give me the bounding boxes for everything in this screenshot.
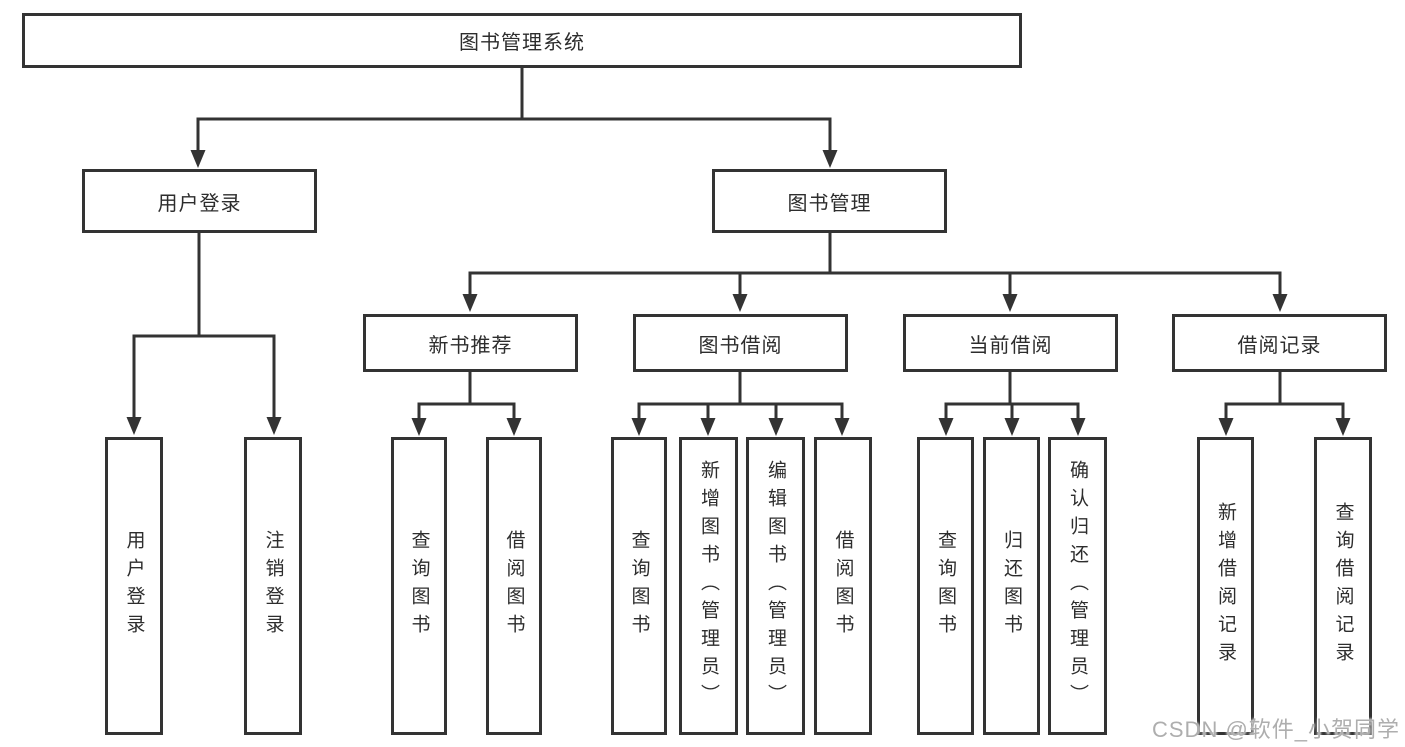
node-user-login: 用户登录: [82, 169, 317, 233]
leaf-edit-book-admin: 编辑图书（管理员）: [746, 437, 805, 735]
leaf-borrow-books-recommend: 借阅图书: [486, 437, 542, 735]
leaf-logout: 注销登录: [244, 437, 302, 735]
csdn-watermark: CSDN @软件_小贺同学: [1152, 717, 1401, 742]
connector-book-management-to-level3: [462, 233, 1288, 312]
leaf-query-books-current: 查询图书: [917, 437, 974, 735]
leaf-confirm-return-admin: 确认归还（管理员）: [1048, 437, 1107, 735]
node-borrowing-records: 借阅记录: [1172, 314, 1387, 372]
connector-new-book-recommendation-to-leaves: [411, 372, 522, 436]
leaf-query-books-borrowing: 查询图书: [611, 437, 667, 735]
leaf-user-login: 用户登录: [105, 437, 163, 735]
leaf-add-book-admin: 新增图书（管理员）: [679, 437, 738, 735]
node-book-borrowing: 图书借阅: [633, 314, 848, 372]
leaf-query-borrow-record: 查询借阅记录: [1314, 437, 1372, 735]
node-book-management: 图书管理: [712, 169, 947, 233]
connector-user-login-to-leaves: [126, 233, 282, 435]
node-new-book-recommendation: 新书推荐: [363, 314, 578, 372]
node-current-borrowing: 当前借阅: [903, 314, 1118, 372]
leaf-query-books-recommend: 查询图书: [391, 437, 447, 735]
leaf-borrow-books-borrowing: 借阅图书: [814, 437, 872, 735]
leaf-add-borrow-record: 新增借阅记录: [1197, 437, 1254, 735]
connector-borrowing-records-to-leaves: [1218, 372, 1351, 436]
leaf-return-book: 归还图书: [983, 437, 1040, 735]
connector-root-to-level2: [190, 68, 838, 168]
connector-book-borrowing-to-leaves: [631, 372, 850, 436]
node-root: 图书管理系统: [22, 13, 1022, 68]
connector-current-borrowing-to-leaves: [938, 372, 1086, 436]
